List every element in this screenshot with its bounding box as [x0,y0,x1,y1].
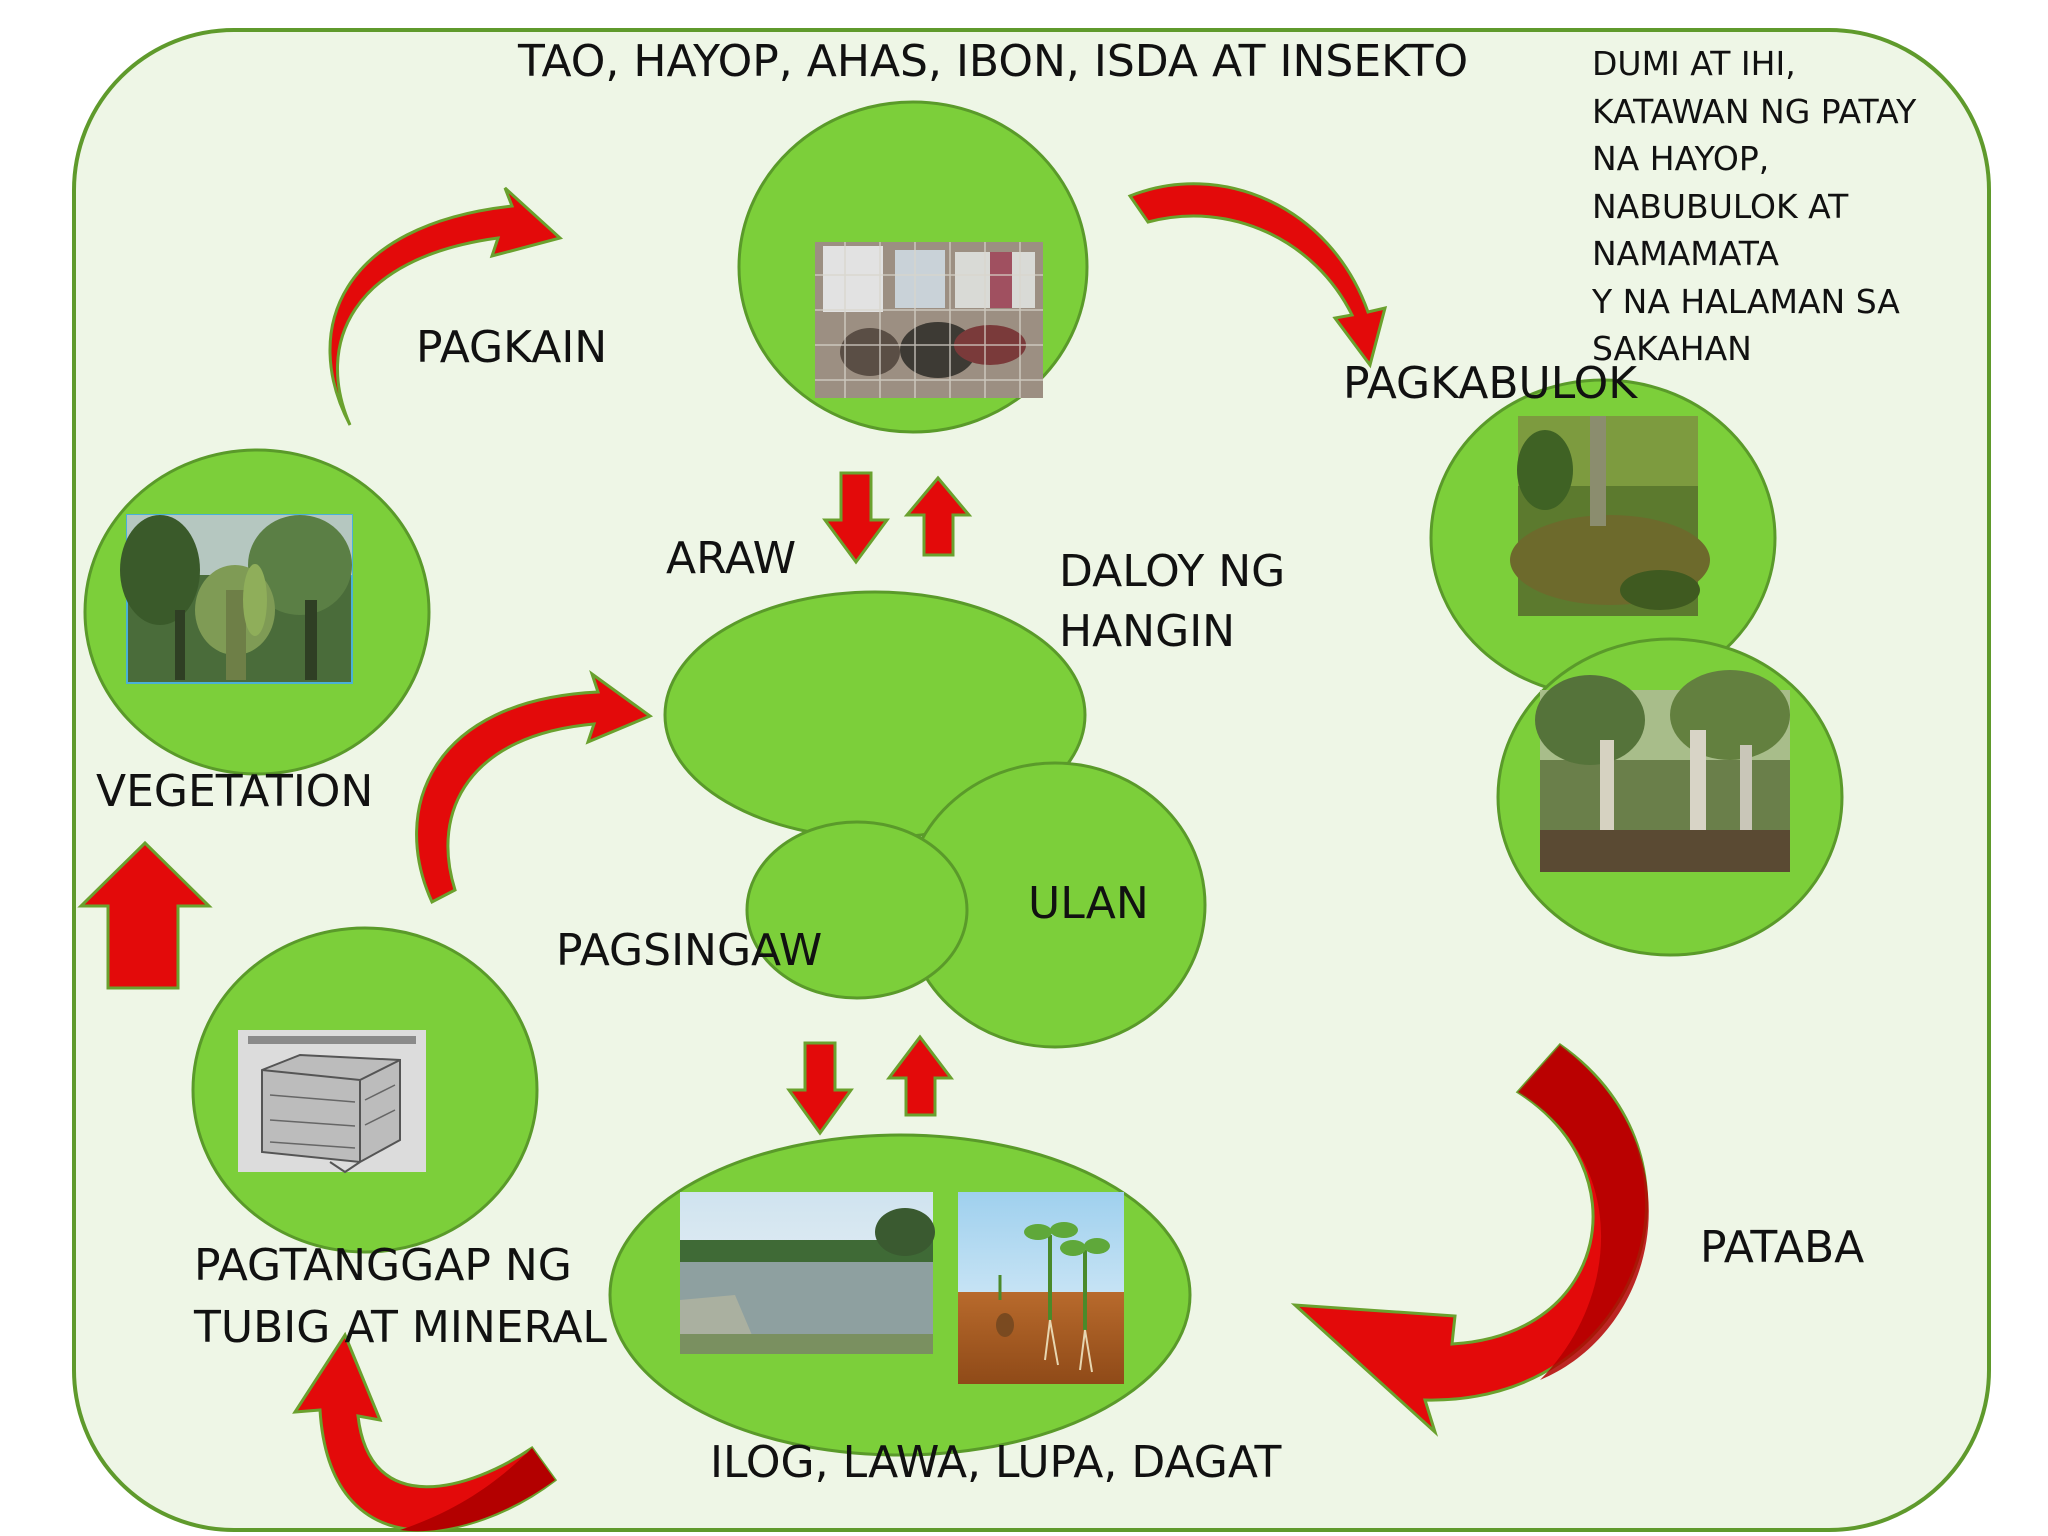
arrow-pagsingaw [415,670,654,905]
banana-plants-photo [120,514,353,684]
pagkabulok-label: PAGKABULOK [1343,358,1638,409]
daloy-label-line1: DALOY NG [1059,546,1286,597]
pond-photo [680,1192,935,1354]
note-line: Y NA HALAMAN SA [1592,281,1900,321]
arrow-pagkain [328,186,564,426]
organisms-title: TAO, HAYOP, AHAS, IBON, ISDA AT INSEKTO [518,36,1469,87]
arrow-pagkabulok [1127,182,1388,369]
soil-diagram-photo [238,1030,426,1174]
pagsingaw-node [745,820,969,1000]
water-land-label: ILOG, LAWA, LUPA, DAGAT [710,1437,1282,1488]
note-line: SAKAHAN [1592,329,1752,368]
note-line: DUMI AT IHI, [1592,44,1796,83]
pagkain-label: PAGKAIN [416,322,608,373]
arrow-down-to-water [786,1041,854,1136]
arrow-pagtanggap-shade [400,1448,555,1532]
araw-label: ARAW [666,533,797,584]
arrow-up-from-water [885,1034,955,1117]
arrow-up-from-araw [903,475,973,557]
note-line: KATAWAN NG PATAY [1592,91,1917,131]
pagtanggap-label-line1: PAGTANGGAP NG [194,1240,572,1291]
daloy-label-line2: HANGIN [1059,606,1236,657]
arrow-pataba-shade [1518,1045,1649,1380]
vegetation-label: VEGETATION [96,766,374,817]
note-line: NABUBULOK AT [1592,186,1849,226]
ulan-label: ULAN [1028,878,1149,929]
pagtanggap-label-line2: TUBIG AT MINERAL [194,1302,607,1353]
forest-floor-photo [1510,416,1710,616]
arrow-pagtanggap [292,1331,558,1532]
arrow-up-vegetation [77,840,213,990]
animals-in-cage-photo [815,242,1043,398]
note-line: NA HAYOP, [1592,139,1770,178]
note-line: NAMAMATA [1592,234,1779,273]
arrow-down-to-araw [822,471,890,565]
banana-farm-photo [1535,670,1790,872]
pagsingaw-label: PAGSINGAW [556,925,823,976]
pataba-label: PATABA [1700,1222,1865,1273]
decomposition-note: DUMI AT IHI, KATAWAN NG PATAY NA HAYOP, … [1592,40,1916,373]
seedling-growth-photo [958,1192,1124,1384]
